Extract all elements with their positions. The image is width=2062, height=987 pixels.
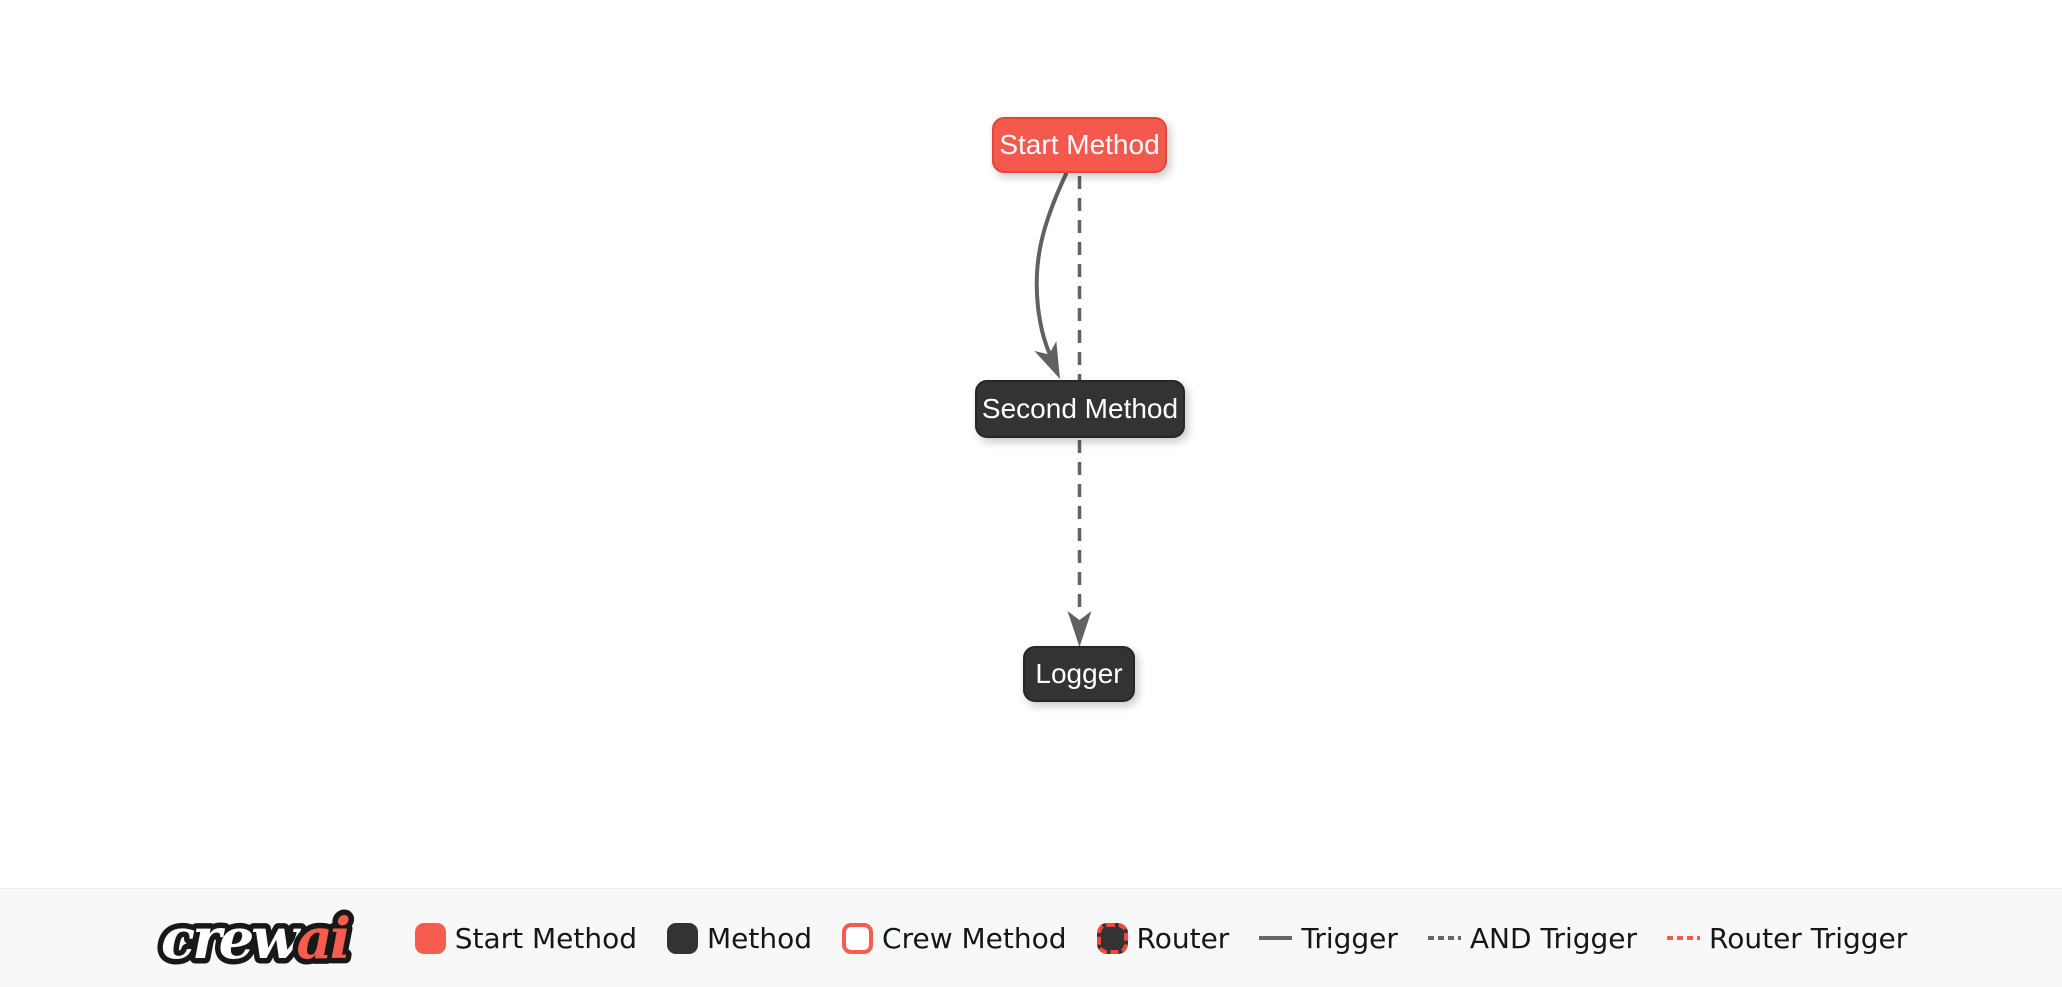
diagram-canvas[interactable]: Start Method Second Method Logger <box>0 0 2062 888</box>
edge-trigger-arrowhead <box>1034 341 1060 379</box>
legend-label: AND Trigger <box>1469 921 1638 955</box>
edge-and-trigger-arrowhead <box>1067 611 1092 647</box>
crew-method-swatch-icon <box>842 922 874 954</box>
legend-item-start-method: Start Method <box>414 921 638 955</box>
flow-node-logger[interactable]: Logger <box>1023 646 1135 702</box>
legend-label: Start Method <box>454 921 638 955</box>
node-label: Start Method <box>999 129 1160 160</box>
router-swatch-icon <box>1096 922 1128 954</box>
node-label: Second Method <box>981 393 1179 424</box>
node-label: Logger <box>1035 658 1123 689</box>
legend-label: Method <box>707 921 813 955</box>
edge-trigger-start-to-second <box>1034 172 1068 359</box>
legend-label: Trigger <box>1301 921 1398 955</box>
legend-item-trigger: Trigger <box>1259 922 1398 955</box>
legend-label: Router Trigger <box>1709 921 1908 955</box>
legend-item-router: Router <box>1096 921 1230 955</box>
logo-text-crew: crew <box>161 906 301 972</box>
legend-item-crew-method: Crew Method <box>842 922 1067 955</box>
and-trigger-line-icon <box>1427 936 1461 940</box>
legend-item-and-trigger: AND Trigger <box>1427 921 1638 955</box>
flow-node-start-method[interactable]: Start Method <box>992 117 1167 173</box>
router-trigger-line-icon <box>1667 936 1701 940</box>
legend-label: Router <box>1136 921 1230 955</box>
svg-text:crewai: crewai <box>161 906 349 972</box>
crewai-logo: crewai <box>155 901 357 978</box>
start-method-swatch-icon <box>414 922 446 954</box>
method-swatch-icon <box>667 922 699 954</box>
logo-text-ai: ai <box>296 906 348 972</box>
legend-bar: crewai Start Method Method Crew Method R… <box>0 888 2062 987</box>
legend-item-method: Method <box>667 922 812 955</box>
legend-item-router-trigger: Router Trigger <box>1667 922 1907 955</box>
legend-label: Crew Method <box>882 921 1067 955</box>
flow-node-second-method[interactable]: Second Method <box>975 380 1185 438</box>
trigger-line-icon <box>1259 936 1293 940</box>
